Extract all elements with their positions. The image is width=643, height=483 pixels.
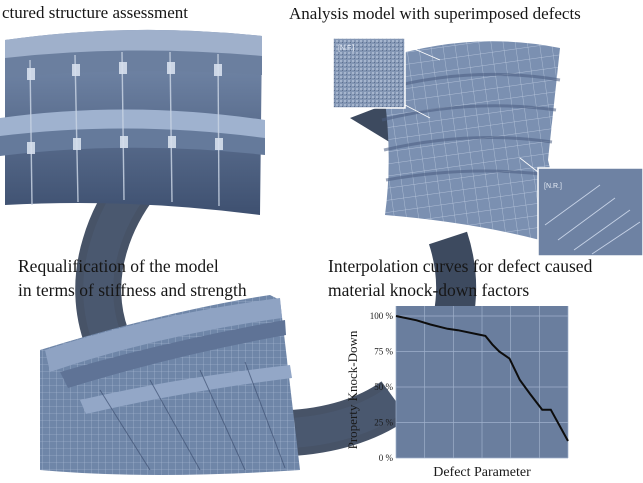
inset-lower: [N.R.] <box>519 157 643 257</box>
caption-interpolation: Interpolation curves for defect caused m… <box>328 254 592 302</box>
caption-manufactured-structure: ctured structure assessment <box>2 3 188 22</box>
analysis-model-with-defects: [N.F.] [N.R.] <box>332 37 643 257</box>
manufactured-structure-model <box>0 29 265 215</box>
caption-interpolation-line-2: material knock-down factors <box>328 280 530 300</box>
y-tick-label: 100 % <box>370 311 394 321</box>
chart-grid <box>395 306 569 459</box>
y-tick-label: 25 % <box>374 418 393 428</box>
y-tick-labels: 0 % 25 % 50 % 75 % 100 % <box>370 311 394 463</box>
y-tick-label: 50 % <box>374 382 393 392</box>
caption-analysis-model: Analysis model with superimposed defects <box>289 4 581 23</box>
x-axis-label: Defect Parameter <box>433 465 531 480</box>
caption-requalification-line-2: in terms of stiffness and strength <box>18 280 247 300</box>
inset-upper-label: [N.F.] <box>338 45 354 52</box>
caption-requalification: Requalification of the model in terms of… <box>18 254 247 302</box>
inset-lower-label: [N.R.] <box>544 183 562 190</box>
caption-requalification-line-1: Requalification of the model <box>18 256 219 276</box>
y-tick-label: 0 % <box>379 453 394 463</box>
knockdown-chart: 0 % 25 % 50 % 75 % 100 % Property Knock-Down… <box>345 306 569 480</box>
knockdown-curve <box>395 315 569 442</box>
inset-upper: [N.F.] <box>332 37 441 119</box>
requalification-model <box>40 295 300 475</box>
y-axis-label: Property Knock-Down <box>345 330 360 449</box>
y-tick-label: 75 % <box>374 347 393 357</box>
caption-interpolation-line-1: Interpolation curves for defect caused <box>328 256 593 276</box>
